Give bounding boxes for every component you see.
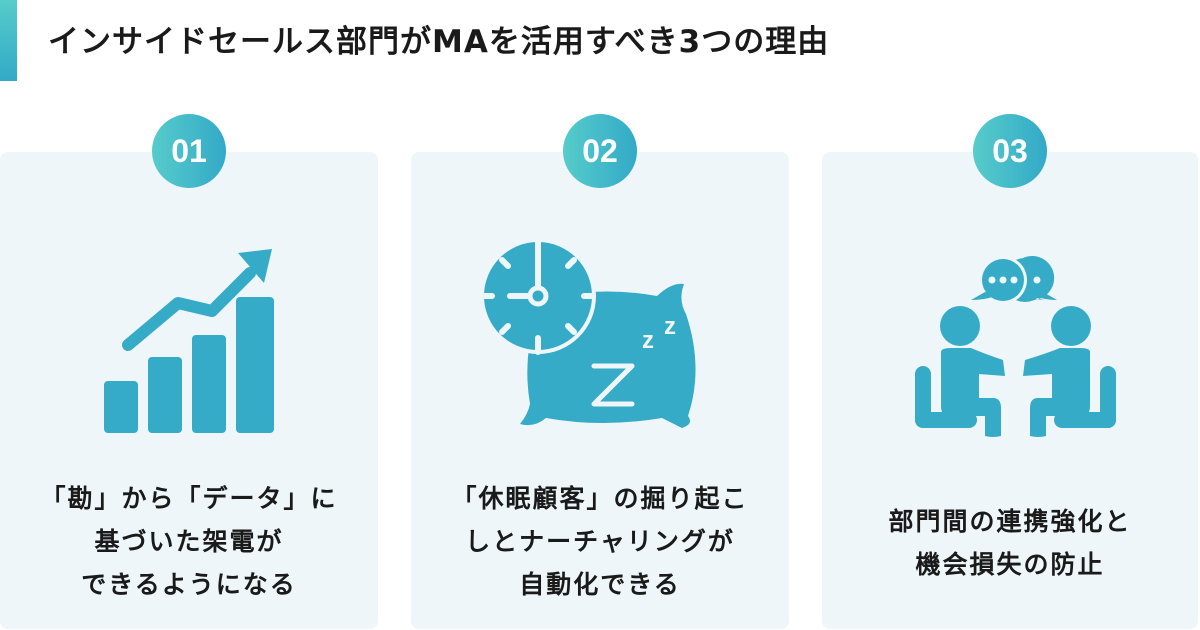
reason-3-line-1: 部門間の連携強化と xyxy=(888,507,1132,536)
reason-caption-2: 「休眠顧客」の掘り起こ しとナーチャリングが 自動化できる xyxy=(411,477,789,606)
reason-number-badge-1: 01 xyxy=(152,114,226,188)
svg-text:z: z xyxy=(642,327,654,354)
reason-caption-3: 部門間の連携強化と 機会損失の防止 xyxy=(822,500,1198,586)
reason-card-1 xyxy=(0,152,378,629)
title-accent-bar xyxy=(0,0,17,81)
reason-2-line-2: しとナーチャリングが xyxy=(465,527,735,556)
growth-chart-arrow-icon xyxy=(104,249,274,433)
meeting-conversation-icon xyxy=(915,256,1116,437)
reason-number-badge-2: 02 xyxy=(563,114,637,188)
page-title: インサイドセールス部門がMAを活用すべき3つの理由 xyxy=(48,24,830,60)
reason-1-line-1: 「勘」から「データ」に xyxy=(40,484,338,513)
clock-pillow-sleep-icon: z z xyxy=(482,238,696,428)
reason-2-line-1: 「休眠顧客」の掘り起こ xyxy=(451,484,749,513)
reason-2-line-3: 自動化できる xyxy=(519,570,681,599)
reason-1-line-3: できるようになる xyxy=(81,570,297,599)
reason-caption-1: 「勘」から「データ」に 基づいた架電が できるようになる xyxy=(0,477,378,606)
svg-text:z: z xyxy=(664,313,676,340)
reason-number-badge-3: 03 xyxy=(973,114,1047,188)
reason-3-line-2: 機会損失の防止 xyxy=(915,550,1105,579)
reason-1-line-2: 基づいた架電が xyxy=(94,527,284,556)
reason-card-3 xyxy=(822,152,1198,629)
